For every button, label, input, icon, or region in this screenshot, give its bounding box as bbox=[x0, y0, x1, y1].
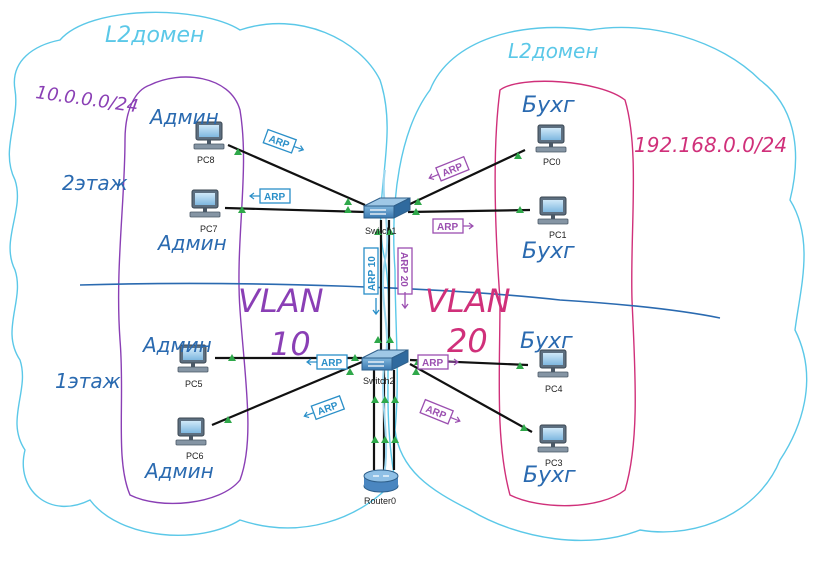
admin-label-pc7: Админ bbox=[156, 231, 227, 255]
arp-tag-switch2-pc6: ARP bbox=[303, 395, 346, 421]
arp-tag-pc1: ARP bbox=[432, 218, 474, 234]
pc7-device[interactable] bbox=[189, 189, 221, 218]
pc1-device[interactable] bbox=[537, 196, 569, 225]
pc1-label: PC1 bbox=[549, 230, 567, 240]
arp-label: ARP bbox=[321, 358, 342, 369]
subnet-left-label: 10.0.0.0/24 bbox=[34, 82, 139, 117]
arp-trunk-10-label: ARP 10 bbox=[367, 256, 378, 291]
admin-label-pc8: Админ bbox=[148, 105, 219, 129]
pc8-label: PC8 bbox=[197, 155, 215, 165]
arp-tag-pc8: ARP bbox=[262, 128, 305, 154]
buh-label-pc3: Бухг bbox=[523, 463, 576, 488]
vlan-10-admin-outline bbox=[117, 76, 249, 505]
pc4-device[interactable] bbox=[537, 349, 569, 378]
vlan-20-buh-outline bbox=[494, 80, 636, 507]
l2-domain-cloud-right bbox=[393, 26, 808, 542]
buh-label-pc0: Бухг bbox=[522, 93, 575, 118]
vlan20-title: VLAN bbox=[425, 282, 511, 320]
pc7-label: PC7 bbox=[200, 224, 218, 234]
admin-label-pc6: Админ bbox=[143, 459, 214, 483]
vlan20-number: 20 bbox=[447, 322, 488, 360]
link-pc8-switch1 bbox=[227, 143, 366, 207]
pc4-label: PC4 bbox=[545, 384, 563, 394]
switch1-device[interactable] bbox=[363, 197, 411, 219]
buh-label-pc1: Бухг bbox=[522, 239, 575, 264]
pc6-label: PC6 bbox=[186, 451, 204, 461]
buh-label-pc4: Бухг bbox=[520, 329, 573, 354]
vlan10-number: 10 bbox=[270, 325, 311, 363]
link-pc3-switch2 bbox=[409, 363, 533, 433]
link-pc7-switch1 bbox=[224, 206, 366, 214]
router0-device[interactable] bbox=[363, 469, 399, 493]
arp-tag-trunk-vlan20: ARP 20 bbox=[397, 247, 413, 295]
router0-label: Router0 bbox=[364, 496, 396, 506]
pc3-label: PC3 bbox=[545, 458, 563, 468]
switch2-device[interactable] bbox=[361, 349, 409, 371]
network-links bbox=[211, 143, 533, 470]
arp-tag-trunk-vlan10: ARP 10 bbox=[363, 247, 379, 295]
subnet-right-label: 192.168.0.0/24 bbox=[634, 133, 787, 157]
floor1-label: 1этаж bbox=[55, 369, 121, 393]
arp-trunk-10-arrow bbox=[372, 298, 380, 316]
l2-domain-right-label: L2домен bbox=[508, 39, 598, 63]
arp-tag-switch2-pc5: ARP bbox=[306, 354, 348, 370]
switch2-label: Switch2 bbox=[363, 376, 395, 386]
floor-separator-line bbox=[79, 282, 721, 319]
vlan10-title: VLAN bbox=[238, 282, 324, 320]
arp-trunk-20-arrow bbox=[401, 292, 409, 310]
arp-tag-pc7: ARP bbox=[249, 188, 291, 204]
l2-domain-cloud-left bbox=[8, 11, 396, 536]
pc0-device[interactable] bbox=[535, 124, 567, 153]
floor2-label: 2этаж bbox=[62, 171, 128, 195]
admin-label-pc5: Админ bbox=[141, 333, 212, 357]
arp-label: ARP bbox=[264, 192, 285, 203]
l2-domain-left-label: L2домен bbox=[105, 23, 204, 48]
switch1-label: Switch1 bbox=[365, 226, 397, 236]
pc6-device[interactable] bbox=[175, 417, 207, 446]
arp-label: ARP bbox=[437, 222, 458, 233]
pc0-label: PC0 bbox=[543, 157, 561, 167]
pc5-label: PC5 bbox=[185, 379, 203, 389]
link-pc0-switch1 bbox=[407, 149, 526, 206]
arp-trunk-20-label: ARP 20 bbox=[398, 252, 409, 287]
arp-label: ARP bbox=[422, 358, 443, 369]
arp-tag-switch2-pc3: ARP bbox=[419, 398, 461, 425]
link-pc6-switch2 bbox=[211, 360, 363, 427]
arp-tag-switch2-pc4: ARP bbox=[417, 354, 459, 370]
pc3-device[interactable] bbox=[537, 424, 569, 453]
trunk-highlight bbox=[382, 169, 389, 481]
link-pc1-switch1 bbox=[407, 208, 531, 214]
